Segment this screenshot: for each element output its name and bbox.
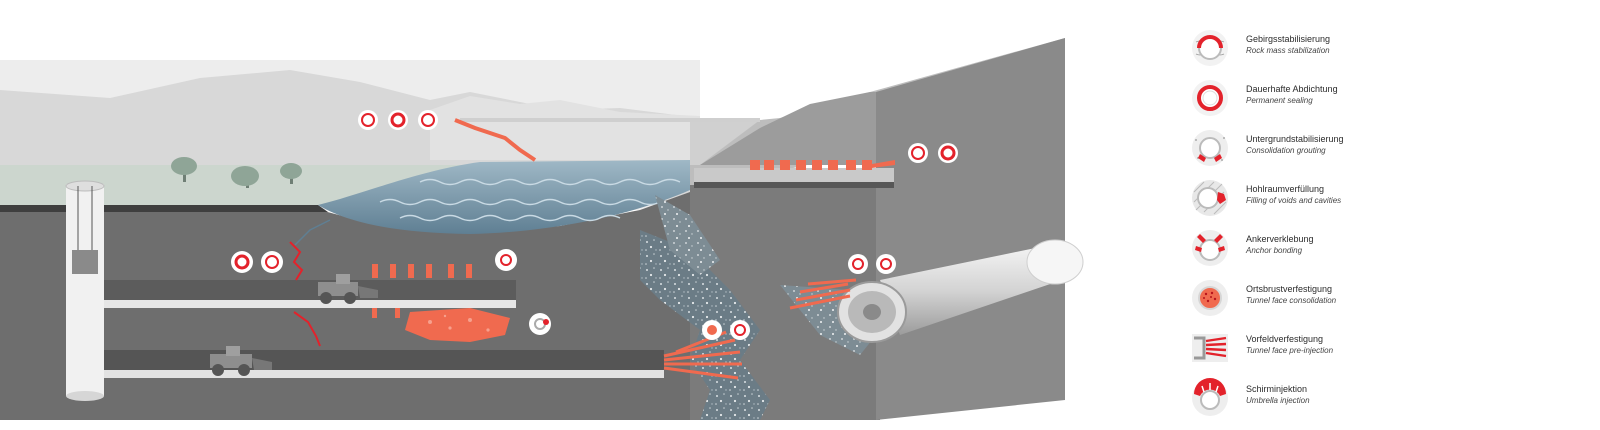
- tbm-tunnel-tube: [880, 245, 1062, 335]
- distant-hills: [430, 96, 700, 160]
- tbm-umbrella-injection: [789, 278, 857, 310]
- tbm-tunnel-end: [1026, 239, 1084, 285]
- crack-line: [289, 241, 304, 281]
- dam-gallery-shadow: [694, 182, 894, 188]
- anchor-bonding-icon: [1192, 230, 1228, 266]
- legend-item-tunnel-face-pre-injection: Vorfeldverfestigung Tunnel face pre-inje…: [1190, 328, 1590, 374]
- rock-mass-stabilization-icon: [1192, 30, 1228, 66]
- water-seep-line: [294, 219, 331, 246]
- legend-label-de: Ortsbrustverfestigung: [1246, 284, 1333, 294]
- tree: [171, 157, 197, 182]
- void-filling-grout: [405, 308, 510, 342]
- lower-tunnel-floor: [104, 370, 664, 378]
- crack-line: [293, 311, 321, 347]
- legend-label-en: Tunnel face pre-injection: [1246, 346, 1334, 355]
- void-filling-icon: [1192, 180, 1228, 216]
- legend-label-de: Schirminjektion: [1246, 384, 1308, 394]
- upper-tunnel-floor: [104, 300, 516, 308]
- tunnel-face-pre-injection-icon: [1192, 334, 1228, 362]
- loader-vehicle-lower: [210, 346, 272, 376]
- vertical-shaft: [66, 184, 104, 396]
- dam-crest: [460, 118, 760, 122]
- legend-label-en: Tunnel face consolidation: [1246, 296, 1337, 305]
- grout-seam-reservoir: [454, 118, 537, 162]
- anchor-bolts-below: [372, 308, 400, 318]
- legend-item-consolidation-grouting: Untergrundstabilisierung Consolidation g…: [1190, 128, 1590, 174]
- anchor-bolts-upper: [372, 264, 472, 278]
- mountain-side-face: [876, 38, 1065, 420]
- legend-label-de: Hohlraumverfüllung: [1246, 184, 1325, 194]
- shaft-opening: [65, 180, 105, 192]
- lower-tunnel: [104, 350, 664, 370]
- shaft-cage: [72, 250, 98, 274]
- legend-label-de: Ankerverklebung: [1246, 234, 1314, 244]
- mountain-block-face: [690, 120, 760, 165]
- marker-group-left: [231, 251, 283, 273]
- legend-item-umbrella-injection: Schirminjektion Umbrella injection: [1190, 378, 1590, 424]
- legend-label-en: Permanent sealing: [1246, 96, 1313, 105]
- legend-item-anchor-bonding: Ankerverklebung Anchor bonding: [1190, 228, 1590, 274]
- legend-item-void-filling: Hohlraumverfüllung Filling of voids and …: [1190, 178, 1590, 224]
- tunnel-face-consolidation-icon: [1192, 280, 1228, 316]
- marker-anchor: [495, 249, 517, 271]
- umbrella-injection-icon: [1192, 378, 1228, 416]
- dam-slope: [700, 92, 880, 165]
- fault-zone-upper: [655, 195, 720, 275]
- legend-label-en: Rock mass stabilization: [1246, 46, 1330, 55]
- loader-vehicle-upper: [318, 274, 378, 304]
- legend-label-en: Umbrella injection: [1246, 396, 1310, 405]
- legend-label-de: Vorfeldverfestigung: [1246, 334, 1324, 344]
- underground-construction-illustration: [0, 38, 1084, 420]
- legend-label-en: Consolidation grouting: [1246, 146, 1326, 155]
- dam-gallery: [694, 168, 894, 182]
- legend-label-de: Gebirgsstabilisierung: [1246, 34, 1331, 44]
- legend-item-permanent-sealing: Dauerhafte Abdichtung Permanent sealing: [1190, 78, 1590, 124]
- marker-group-dam: [908, 143, 958, 163]
- marker-group-tbm: [848, 254, 896, 274]
- upper-tunnel: [104, 280, 516, 300]
- water-waves: [379, 178, 681, 222]
- marker-group-top: [358, 110, 438, 130]
- consolidation-grouting-icon: [1192, 130, 1228, 166]
- shaft-bottom: [66, 391, 104, 401]
- void-filling-texture: [428, 314, 490, 332]
- legend-label-de: Dauerhafte Abdichtung: [1246, 84, 1338, 94]
- tree: [231, 166, 259, 188]
- legend-item-tunnel-face-consolidation: Ortsbrustverfestigung Tunnel face consol…: [1190, 278, 1590, 324]
- legend-label-de: Untergrundstabilisierung: [1246, 134, 1344, 144]
- tbm-cutterhead: [837, 281, 907, 343]
- legend-label-en: Anchor bonding: [1246, 246, 1303, 255]
- legend-label-en: Filling of voids and cavities: [1246, 196, 1342, 205]
- marker-group-fault: [702, 320, 750, 340]
- legend: Gebirgsstabilisierung Rock mass stabiliz…: [1190, 28, 1590, 428]
- tree: [280, 163, 302, 184]
- permanent-sealing-icon: [1192, 80, 1228, 116]
- legend-item-rock-mass-stabilization: Gebirgsstabilisierung Rock mass stabiliz…: [1190, 28, 1590, 74]
- ground-upper-band: [0, 205, 328, 212]
- dam-gallery-anchors: [750, 160, 895, 170]
- marker-void: [529, 313, 551, 335]
